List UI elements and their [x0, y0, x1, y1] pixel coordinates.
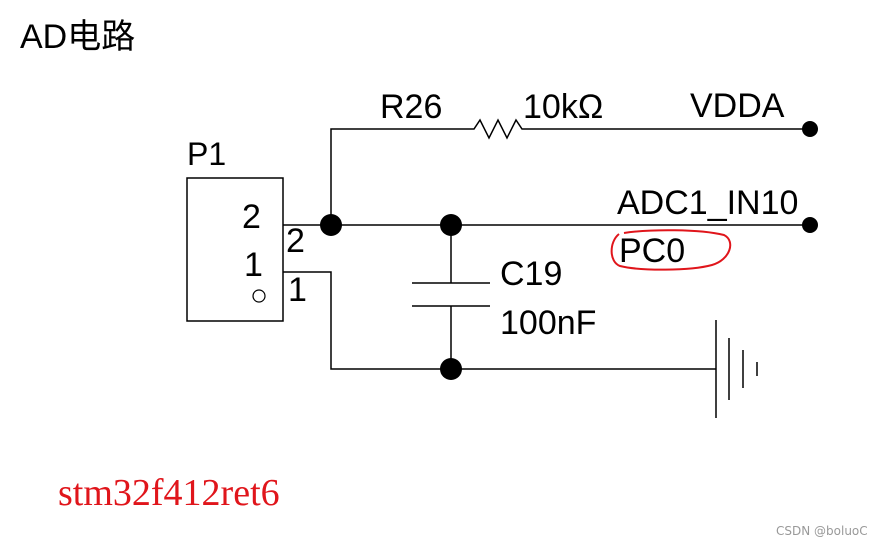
junction-dot: [320, 214, 342, 236]
connector-outer-pin-2: 2: [286, 222, 305, 260]
signal-net-label: ADC1_IN10: [617, 184, 798, 222]
connector-body: [186, 177, 284, 322]
diagram-title: AD电路: [20, 18, 135, 56]
connector-designator: P1: [187, 136, 226, 172]
wire-pin2-to-resistor: [283, 128, 466, 226]
capacitor-designator: C19: [500, 255, 562, 293]
connector-inner-pin-1: 1: [244, 246, 263, 284]
connector-outer-pin-1: 1: [288, 271, 307, 309]
signal-terminal: [802, 217, 818, 233]
supply-net-label: VDDA: [690, 87, 785, 125]
resistor-value: 10kΩ: [523, 88, 603, 126]
chip-annotation: stm32f412ret6: [58, 472, 280, 514]
junction-dot: [440, 358, 462, 380]
resistor-symbol: [466, 118, 530, 140]
capacitor-value: 100nF: [500, 304, 596, 342]
resistor-designator: R26: [380, 88, 442, 126]
junction-dot: [440, 214, 462, 236]
capacitor-symbol: [412, 282, 490, 307]
wire-pin1-to-ground: [283, 271, 716, 370]
junction-dots: [320, 214, 462, 380]
vdda-terminal: [802, 121, 818, 137]
pin1-marker: [252, 289, 266, 303]
connector-inner-pin-2: 2: [242, 198, 261, 236]
watermark: CSDN @boluoC: [776, 524, 868, 538]
pin-name-label: PC0: [619, 232, 685, 270]
ground-symbol: [715, 320, 758, 418]
annotation-circle: [610, 229, 732, 271]
